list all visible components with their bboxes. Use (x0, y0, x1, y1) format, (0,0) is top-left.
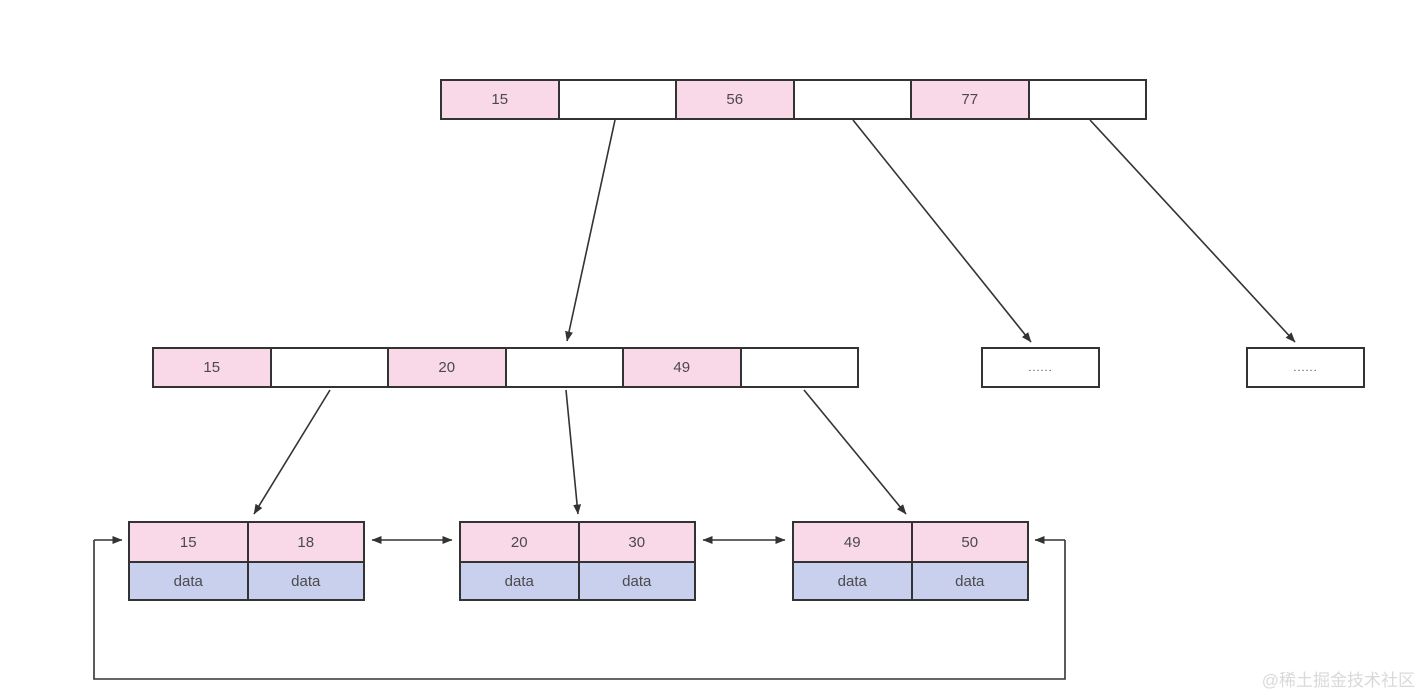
leaf3-key-cell-1: 49 (794, 523, 911, 561)
leaf-node-1: 15 18 data data (128, 521, 365, 601)
arrow-root-to-internal (565, 119, 616, 342)
leaf2-data-cell-2: data (577, 561, 694, 599)
internal-pointer-cell-2 (504, 349, 622, 386)
ellipsis-node-1: ...... (981, 347, 1100, 388)
internal-key-cell-2: 20 (387, 349, 505, 386)
root-key-cell-3: 77 (910, 81, 1028, 118)
arrow-internal-to-leaf-1 (253, 389, 331, 515)
internal-key-cell-3: 49 (622, 349, 740, 386)
root-pointer-cell-3 (1027, 81, 1145, 118)
ellipsis-node-2: ...... (1246, 347, 1365, 388)
leaf3-data-cell-2: data (910, 561, 1027, 599)
leaf-node-3: 49 50 data data (792, 521, 1029, 601)
internal-node: 15 20 49 (152, 347, 859, 388)
leaf3-data-cell-1: data (794, 561, 911, 599)
arrow-root-to-ellipsis-2 (1089, 119, 1296, 343)
arrow-internal-to-leaf-2 (565, 389, 582, 515)
root-key-cell-1: 15 (442, 81, 558, 118)
leaf2-data-cell-1: data (461, 561, 578, 599)
internal-pointer-cell-3 (739, 349, 857, 386)
internal-pointer-cell-1 (269, 349, 387, 386)
arrow-internal-to-leaf-3 (803, 389, 907, 515)
leaf1-key-cell-1: 15 (130, 523, 247, 561)
root-key-cell-2: 56 (675, 81, 793, 118)
leaf-node-2: 20 30 data data (459, 521, 696, 601)
leaf2-key-cell-1: 20 (461, 523, 578, 561)
leaf1-data-cell-1: data (130, 561, 247, 599)
arrow-root-to-ellipsis-1 (852, 119, 1032, 343)
leaf3-key-cell-2: 50 (910, 523, 1027, 561)
leaf2-key-cell-2: 30 (577, 523, 694, 561)
internal-key-cell-1: 15 (154, 349, 270, 386)
leaf1-data-cell-2: data (246, 561, 363, 599)
root-pointer-cell-1 (557, 81, 675, 118)
root-node: 15 56 77 (440, 79, 1147, 120)
watermark-text: @稀土掘金技术社区 (1261, 671, 1415, 690)
root-pointer-cell-2 (792, 81, 910, 118)
leaf1-key-cell-2: 18 (246, 523, 363, 561)
